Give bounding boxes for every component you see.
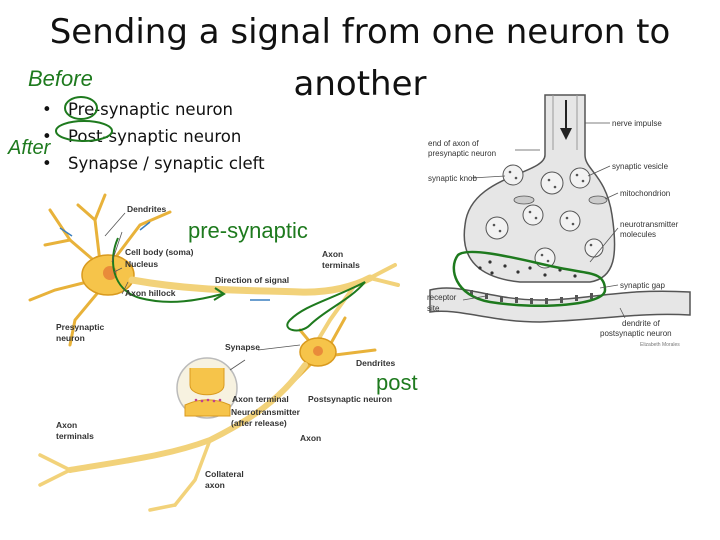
label-synaptic-vesicle: synaptic vesicle (612, 162, 669, 171)
label-dendrites-post: Dendrites (356, 358, 395, 368)
nerve-impulse-arrowhead (560, 128, 572, 140)
slide-title: Sending a signal from one neuron to anot… (49, 12, 671, 104)
label-postsynaptic-neuron: Postsynaptic neuron (308, 394, 392, 404)
label-receptor-2: site (427, 304, 440, 313)
image-credit: Elizabeth Morales (640, 342, 680, 348)
bullet-list: Pre-synaptic neuron Post-synaptic neuron… (42, 96, 265, 177)
label-axon-terminals-top-2: terminals (322, 260, 360, 270)
annotation-before: Before (28, 66, 93, 91)
mitochondrion (513, 195, 535, 205)
vesicle (502, 164, 524, 186)
label-axon-terminal: Axon terminal (232, 394, 289, 404)
vesicle (485, 216, 509, 240)
vesicle (569, 167, 591, 189)
annotation-post: post (376, 370, 418, 395)
handwritten-annotations: Before After pre-synaptic post (7, 66, 418, 395)
inset-dendrite (184, 399, 231, 417)
mitochondrion (588, 195, 608, 205)
label-receptor-1: receptor (427, 293, 457, 302)
inset-axon-terminal (189, 368, 225, 396)
ink-arrowhead (213, 287, 226, 301)
label-dendrite-1: dendrite of (622, 319, 661, 328)
label-nerve-impulse: nerve impulse (612, 119, 662, 128)
label-collateral-1: Collateral (205, 469, 244, 479)
vesicle (584, 238, 604, 258)
synapse-diagram: nerve impulse end of axon of presynaptic… (427, 94, 691, 348)
label-axon-hillock: Axon hillock (125, 288, 176, 298)
label-neurotransmitter-1: neurotransmitter (620, 220, 679, 229)
label-synaptic-knob: synaptic knob (428, 174, 477, 183)
presynaptic-axon (128, 274, 374, 296)
ink-loop-terminal (286, 281, 366, 332)
vesicle (559, 210, 581, 232)
label-neurotransmitter-2: molecules (620, 230, 656, 239)
label-axon-terminals-left-2: terminals (56, 431, 94, 441)
annotation-after: After (7, 137, 52, 159)
label-axon: Axon (300, 433, 321, 443)
label-synapse: Synapse (225, 342, 260, 352)
circle-pre-mark (64, 96, 98, 120)
annotation-pre-synaptic: pre-synaptic (188, 218, 308, 243)
label-dendrites: Dendrites (127, 204, 166, 214)
label-cell-body: Cell body (soma) (125, 247, 194, 257)
label-direction-of-signal: Direction of signal (215, 275, 289, 285)
label-neurotransmitter-1: Neurotransmitter (231, 407, 301, 417)
label-presynaptic-1: Presynaptic (56, 322, 104, 332)
label-presynaptic-2: neuron (56, 333, 85, 343)
vesicle (522, 204, 544, 226)
bullet-item: Pre-synaptic neuron (42, 96, 265, 123)
postsynaptic-nucleus (313, 346, 323, 356)
bullet-item: Synapse / synaptic cleft (42, 150, 265, 177)
label-nucleus: Nucleus (125, 259, 158, 269)
label-collateral-2: axon (205, 480, 225, 490)
label-end-of-axon-1: end of axon of (428, 139, 479, 148)
circle-post-mark (55, 120, 113, 142)
ink-circle-gap (452, 250, 607, 308)
label-mitochondrion: mitochondrion (620, 189, 670, 198)
label-end-of-axon-2: presynaptic neuron (428, 149, 496, 158)
neuron-diagram: Dendrites Cell body (soma) Nucleus Axon … (28, 193, 400, 512)
label-axon-terminals-left-1: Axon (56, 420, 77, 430)
label-synaptic-gap: synaptic gap (620, 281, 665, 290)
label-dendrite-2: postsynaptic neuron (600, 329, 672, 338)
label-neurotransmitter-2: (after release) (231, 418, 287, 428)
vesicle (540, 171, 564, 195)
label-axon-terminals-top-1: Axon (322, 249, 343, 259)
